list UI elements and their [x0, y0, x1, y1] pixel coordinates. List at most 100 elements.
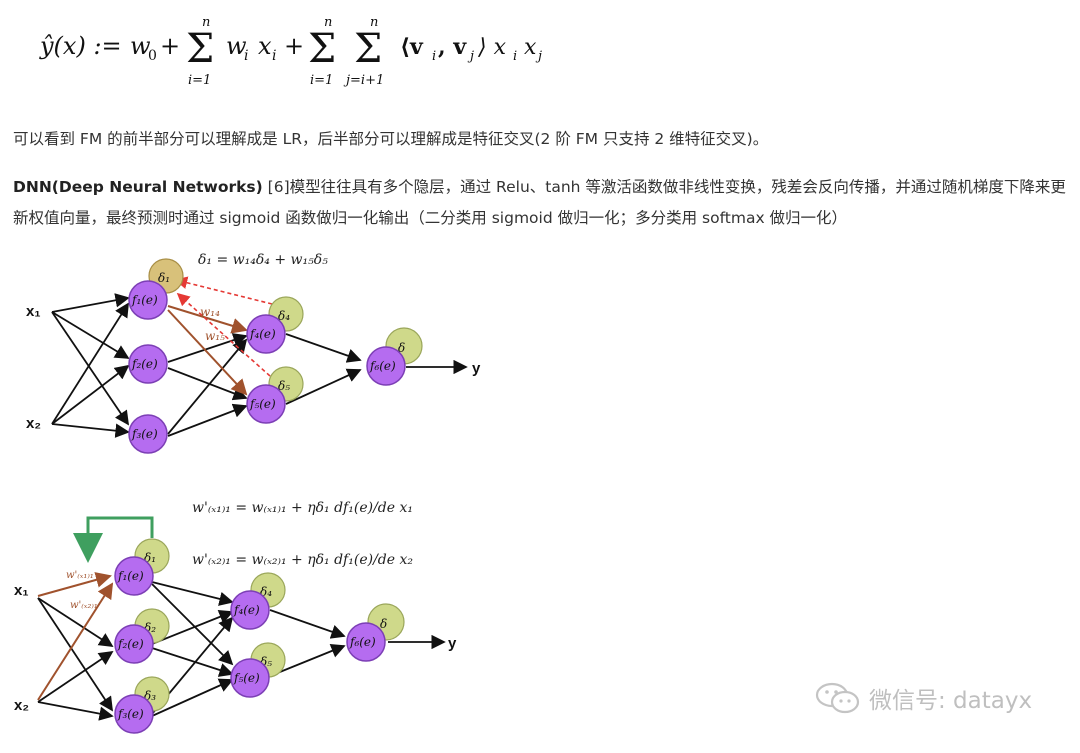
paragraph-dnn-body: [6]模型往往具有多个隐层，通过 Relu、tanh 等激活函数做非线性变换，残… [13, 178, 1066, 227]
sum1-sigma: Σ [186, 26, 214, 72]
d1-f4-label: f₄(e) [249, 327, 276, 341]
d1-edge [285, 333, 362, 363]
d1-f2-node [128, 344, 168, 384]
term2-v-sub-j: j [467, 49, 474, 64]
d2-update-arrow [73, 516, 154, 563]
fm-formula: ŷ(x) := w 0 + n Σ i=1 w i x i + n Σ i=1 … [38, 14, 558, 90]
sum3-bottom: j=i+1 [343, 73, 384, 88]
d2-edge [269, 644, 346, 677]
d2-f6-label: f₆(e) [349, 635, 376, 649]
d1-edge [51, 293, 130, 313]
formula-lhs: ŷ(x) := [39, 32, 122, 60]
d2-f4-label: f₄(e) [233, 603, 260, 617]
fm-formula-svg: ŷ(x) := w 0 + n Σ i=1 w i x i + n Σ i=1 … [39, 15, 542, 88]
term2-x2: x [524, 35, 537, 60]
d1-input-x2: x₂ [26, 415, 41, 432]
d1-f6-label: f₆(e) [369, 359, 396, 373]
d2-f4-node [230, 590, 270, 630]
d2-f6-node [346, 622, 386, 662]
d2-f2-label: f₂(e) [117, 637, 144, 651]
formula-w0-sub: 0 [148, 48, 157, 64]
d2-f1-label: f₁(e) [117, 569, 144, 583]
d1-output-y: y [472, 360, 481, 377]
term2-x-sub-i: i [513, 49, 517, 64]
term2-v-sub-i: i [432, 49, 436, 64]
d2-edge [151, 678, 234, 717]
term1-x-sub: i [272, 48, 276, 64]
d1-w15-edge [167, 309, 248, 396]
d2-f5-label: f₅(e) [233, 671, 260, 685]
sum3-top: n [370, 15, 378, 30]
d1-f4-node [246, 314, 286, 354]
d1-f2-label: f₂(e) [131, 357, 158, 371]
formula-w0: w [130, 32, 151, 60]
term2-mid: , v [438, 34, 467, 60]
d2-edge [151, 581, 234, 606]
d2-input-x1: x₁ [14, 582, 29, 599]
d1-edge [51, 423, 130, 438]
d2-edge [37, 701, 114, 721]
d1-f5-label: f₅(e) [249, 397, 276, 411]
backprop-diagram-2: w'₍ₓ₁₎₁ = w₍ₓ₁₎₁ + ηδ₁ df₁(e)/de x₁ w'₍ₓ… [0, 480, 520, 749]
d1-input-x1: x₁ [26, 303, 41, 320]
d2-f1-node [114, 556, 154, 596]
sum1-top: n [202, 15, 210, 30]
watermark-text: 微信号: datayx [869, 688, 1033, 714]
wechat-watermark: 微信号: datayx [815, 680, 1032, 716]
d2-w2-edge [37, 582, 114, 701]
paragraph-dnn: DNN(Deep Neural Networks) [6]模型往往具有多个隐层，… [13, 172, 1073, 234]
paragraph-fm: 可以看到 FM 的前半部分可以理解成是 LR，后半部分可以理解成是特征交叉(2 … [13, 130, 769, 148]
d1-backprop-edge [174, 276, 273, 305]
sum2-sigma: Σ [308, 26, 336, 72]
d1-edge [167, 338, 248, 435]
formula-plus-2: + [284, 32, 304, 60]
d2-f3-label: f₃(e) [117, 707, 144, 721]
d1-delta5-label: δ₅ [278, 379, 290, 393]
d2-edge [37, 597, 113, 712]
d1-f6-node [366, 346, 406, 386]
sum3-sigma: Σ [354, 26, 382, 72]
term2-x-sub-j: j [535, 49, 542, 64]
d2-output-y: y [448, 635, 457, 652]
d1-f1-node [128, 280, 168, 320]
d2-f5-node [230, 658, 270, 698]
d1-w14-label: w₁₄ [200, 305, 220, 319]
d1-w14-edge [167, 305, 248, 334]
d1-delta-label: δ [398, 341, 405, 355]
term1-w: w [226, 32, 247, 60]
d1-w15-label: w₁₅ [205, 329, 225, 343]
d1-equation: δ₁ = w₁₄δ₄ + w₁₅δ₅ [198, 252, 328, 268]
term1-w-sub: i [244, 48, 248, 64]
d1-edge [51, 364, 130, 425]
term2-v: ⟨v [400, 34, 424, 60]
d1-edge [51, 311, 130, 426]
paragraph-dnn-title: DNN(Deep Neural Networks) [13, 178, 263, 196]
backprop-diagram-2-svg: w'₍ₓ₁₎₁ = w₍ₓ₁₎₁ + ηδ₁ df₁(e)/de x₁ w'₍ₓ… [14, 500, 457, 734]
wechat-icon [815, 682, 860, 714]
d2-edge [151, 583, 234, 666]
d2-w1-edge [37, 572, 112, 597]
d2-edge [37, 650, 114, 703]
d1-edge [51, 302, 129, 425]
d2-equation-1: w'₍ₓ₁₎₁ = w₍ₓ₁₎₁ + ηδ₁ df₁(e)/de x₁ [192, 500, 413, 516]
d1-f3-label: f₃(e) [131, 427, 158, 441]
d2-f3-node [114, 694, 154, 734]
d1-f3-node [128, 414, 168, 454]
sum2-top: n [324, 15, 332, 30]
formula-plus-1: + [160, 32, 180, 60]
d2-delta-label: δ [380, 617, 387, 631]
backprop-diagram-1: δ₁ = w₁₄δ₄ + w₁₅δ₅ w₁₄ w₁₅ x₁ x₂ y δ₁ [0, 240, 520, 465]
d2-w1-label: w'₍ₓ₁₎₁ [66, 570, 94, 581]
d2-edge [269, 609, 346, 639]
d2-w2-label: w'₍ₓ₂₎₁ [70, 600, 98, 611]
sum2-bottom: i=1 [310, 73, 333, 88]
d2-f2-node [114, 624, 154, 664]
d1-delta1-label: δ₁ [158, 271, 170, 285]
sum1-bottom: i=1 [188, 73, 211, 88]
d1-f1-label: f₁(e) [131, 293, 158, 307]
d1-edge [285, 368, 362, 405]
term2-end: ⟩ x [477, 35, 507, 60]
d2-edge [37, 597, 114, 647]
d2-input-x2: x₂ [14, 697, 29, 714]
d1-f5-node [246, 384, 286, 424]
